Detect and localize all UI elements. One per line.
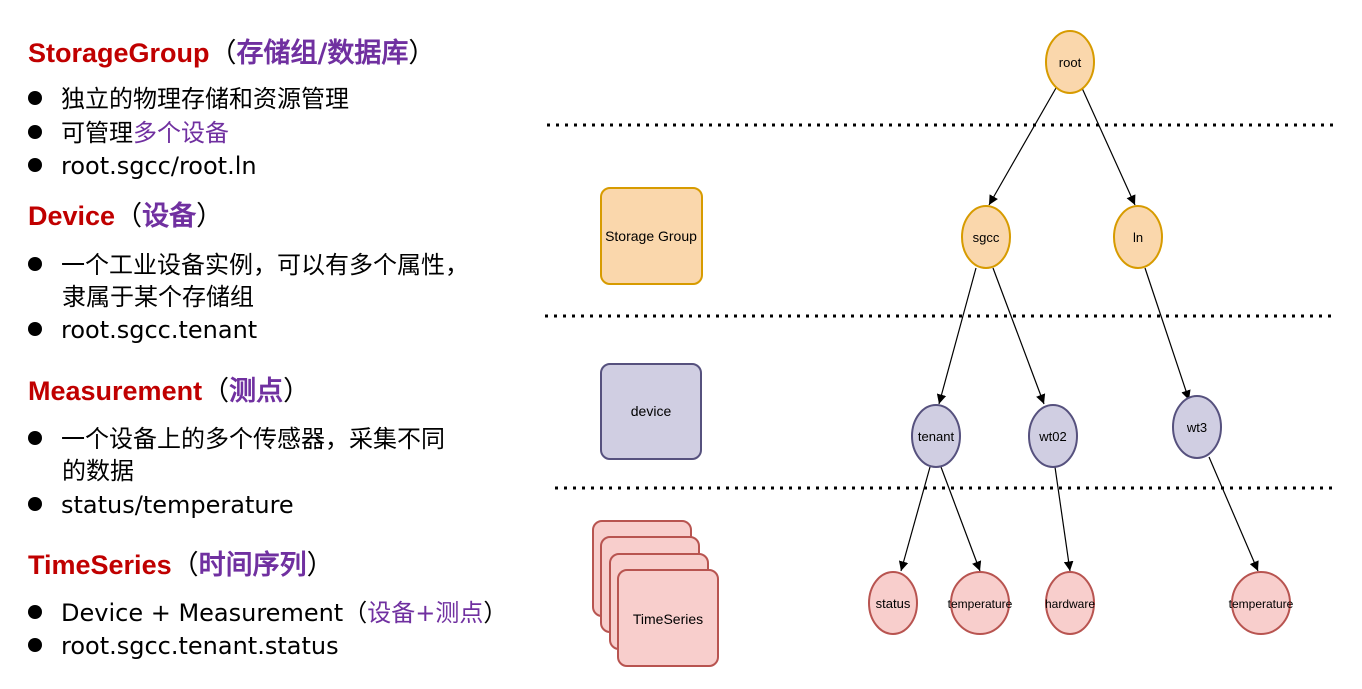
heading-timeseries: TimeSeries（时间序列） bbox=[28, 548, 334, 583]
bullet-dot bbox=[28, 322, 42, 336]
bullet-text: root.sgcc.tenant bbox=[61, 316, 258, 344]
bullet-dot bbox=[28, 257, 42, 271]
node-device: wt02 bbox=[1028, 404, 1078, 468]
heading-measurement: Measurement（测点） bbox=[28, 374, 310, 409]
bullet-dot bbox=[28, 158, 42, 172]
node-label: temperature bbox=[1229, 597, 1294, 611]
node-storage-group: ln bbox=[1113, 205, 1163, 269]
heading-storagegroup: StorageGroup（存储组/数据库） bbox=[28, 36, 435, 71]
bullet-dot bbox=[28, 431, 42, 445]
bullet-item: 一个工业设备实例，可以有多个属性， bbox=[28, 250, 469, 280]
legend-timeseries-stack: TimeSeries bbox=[592, 520, 719, 667]
bullet-text: Device + Measurement bbox=[61, 599, 344, 627]
bullet-item: 一个设备上的多个传感器，采集不同 bbox=[28, 424, 445, 454]
bullet-text: root.sgcc/root.ln bbox=[61, 152, 257, 180]
edge bbox=[988, 87, 1057, 206]
node-label: wt02 bbox=[1038, 429, 1066, 444]
edge bbox=[1144, 267, 1191, 401]
paren-close: ） bbox=[483, 599, 508, 627]
bullet-dot bbox=[28, 125, 42, 139]
edge bbox=[1081, 87, 1136, 206]
edge bbox=[1208, 456, 1259, 572]
paren-close: ） bbox=[408, 38, 436, 69]
paren-open: （ bbox=[209, 38, 237, 69]
edge bbox=[992, 267, 1046, 405]
node-label: ln bbox=[1133, 230, 1143, 245]
bullet-text: status/temperature bbox=[61, 491, 294, 519]
heading-zh: 存储组/数据库 bbox=[236, 38, 409, 69]
tree-edges bbox=[898, 87, 1259, 572]
edge bbox=[940, 466, 982, 572]
bullet-dot bbox=[28, 91, 42, 105]
bullet-continuation: 隶属于某个存储组 bbox=[62, 283, 254, 311]
heading-en: Device bbox=[28, 201, 116, 231]
node-label: root bbox=[1059, 55, 1082, 70]
paren-close: ） bbox=[306, 550, 334, 581]
heading-zh: 设备 bbox=[142, 201, 197, 232]
legend-storage-group: Storage Group bbox=[600, 187, 703, 285]
paren-close: ） bbox=[283, 376, 311, 407]
bullet-item: root.sgcc/root.ln bbox=[28, 151, 257, 181]
edge bbox=[898, 466, 931, 572]
edge bbox=[1054, 466, 1074, 572]
legend-label: Storage Group bbox=[605, 228, 697, 244]
bullet-text: 一个设备上的多个传感器，采集不同 bbox=[61, 425, 445, 453]
paren-open: （ bbox=[202, 376, 230, 407]
node-label: status bbox=[876, 596, 911, 611]
bullet-dot bbox=[28, 605, 42, 619]
legend-label: device bbox=[631, 403, 672, 419]
bullet-text: 一个工业设备实例，可以有多个属性， bbox=[61, 251, 469, 279]
edge bbox=[936, 267, 977, 405]
bullet-item: status/temperature bbox=[28, 490, 294, 520]
heading-zh: 测点 bbox=[229, 376, 284, 407]
heading-en: Measurement bbox=[28, 376, 203, 406]
bullet-highlight: 多个设备 bbox=[133, 119, 229, 147]
legend-label: TimeSeries bbox=[633, 611, 703, 627]
bullet-dot bbox=[28, 638, 42, 652]
node-root: root bbox=[1045, 30, 1095, 94]
paren-open: （ bbox=[171, 550, 199, 581]
bullet-item: root.sgcc.tenant.status bbox=[28, 631, 339, 661]
legend-device: device bbox=[600, 363, 702, 460]
bullet-item: root.sgcc.tenant bbox=[28, 315, 257, 345]
node-timeseries: temperature bbox=[1229, 571, 1294, 635]
bullet-text: root.sgcc.tenant.status bbox=[61, 632, 339, 660]
heading-device: Device（设备） bbox=[28, 199, 223, 234]
heading-zh: 时间序列 bbox=[198, 550, 307, 581]
node-timeseries: temperature bbox=[948, 571, 1013, 635]
node-label: temperature bbox=[948, 597, 1013, 611]
node-label: tenant bbox=[918, 429, 955, 444]
node-label: sgcc bbox=[973, 230, 1000, 245]
bullet-item: 可管理多个设备 bbox=[28, 118, 229, 148]
node-storage-group: sgcc bbox=[961, 205, 1011, 269]
node-label: wt3 bbox=[1186, 420, 1207, 435]
paren-open: （ bbox=[343, 599, 368, 627]
bullet-text: 独立的物理存储和资源管理 bbox=[61, 85, 349, 113]
heading-en: StorageGroup bbox=[28, 38, 210, 68]
bullet-item: 独立的物理存储和资源管理 bbox=[28, 84, 349, 114]
node-timeseries: status bbox=[868, 571, 918, 635]
bullet-text: 可管理 bbox=[61, 119, 133, 147]
paren-close: ） bbox=[196, 201, 224, 232]
node-timeseries: hardware bbox=[1045, 571, 1095, 635]
bullet-item: Device + Measurement（设备+测点） bbox=[28, 598, 507, 628]
definitions-panel: StorageGroup（存储组/数据库） 独立的物理存储和资源管理 可管理多个… bbox=[0, 0, 560, 689]
node-device: wt3 bbox=[1172, 395, 1222, 459]
bullet-continuation: 的数据 bbox=[62, 457, 134, 485]
node-label: hardware bbox=[1045, 597, 1095, 611]
node-device: tenant bbox=[911, 404, 961, 468]
bullet-dot bbox=[28, 497, 42, 511]
heading-en: TimeSeries bbox=[28, 550, 172, 580]
bullet-highlight: 设备+测点 bbox=[367, 599, 484, 627]
paren-open: （ bbox=[115, 201, 143, 232]
